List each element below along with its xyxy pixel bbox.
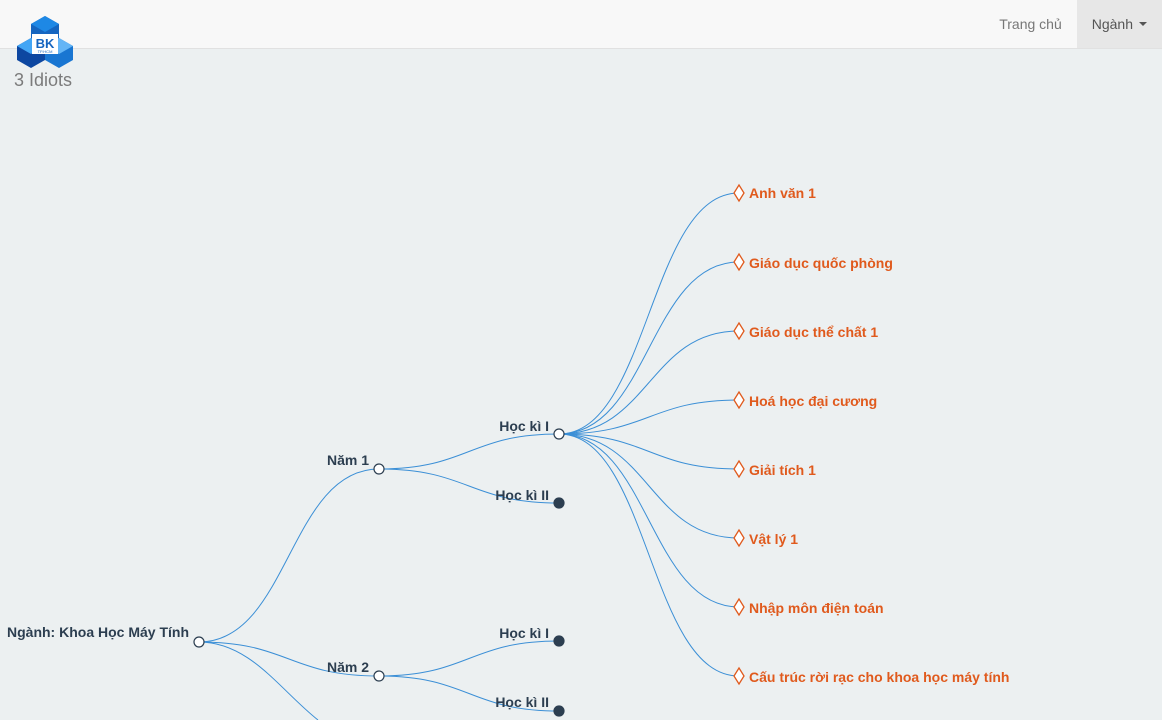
tree-link [558, 399, 740, 435]
tree-node-y1-semester1[interactable]: Học kì I [499, 418, 565, 440]
tree-node-circle[interactable] [553, 635, 565, 647]
tree-node-circle[interactable] [373, 463, 385, 475]
nav-dropdown-major-label: Ngành [1091, 16, 1133, 32]
subject-label: Nhập môn điện toán [749, 600, 884, 616]
nav-dropdown-major[interactable]: Ngành [1076, 0, 1162, 48]
tree-link [558, 192, 740, 435]
subject-label: Giải tích 1 [749, 462, 816, 478]
subject-label: Vật lý 1 [749, 531, 798, 547]
tree-link [558, 330, 740, 435]
tree-link [198, 641, 319, 720]
subject-leaf[interactable]: Giáo dục quốc phòng [733, 252, 893, 272]
tree-link [378, 468, 560, 504]
subject-label: Cấu trúc rời rạc cho khoa học máy tính [749, 669, 1009, 685]
tree-node-label: Ngành: Khoa Học Máy Tính [7, 624, 189, 640]
diamond-icon [733, 528, 745, 548]
tree-node-circle[interactable] [193, 636, 205, 648]
tree-node-y1-semester2[interactable]: Học kì II [495, 487, 565, 509]
diamond-icon [733, 390, 745, 410]
tree-node-label: Học kì I [499, 625, 549, 641]
tree-node-circle[interactable] [553, 428, 565, 440]
tree-node-root[interactable]: Ngành: Khoa Học Máy Tính [7, 624, 205, 648]
tree-node-y2-semester2[interactable]: Học kì II [495, 694, 565, 717]
tree-link [558, 433, 740, 608]
tree-link [378, 640, 560, 677]
subject-label: Hoá học đại cương [749, 393, 877, 409]
subject-label: Giáo dục thể chất 1 [749, 324, 878, 340]
subject-leaf[interactable]: Cấu trúc rời rạc cho khoa học máy tính [733, 666, 1009, 686]
tree-link [378, 433, 560, 470]
tree-node-label: Học kì II [495, 487, 549, 503]
diamond-icon [733, 321, 745, 341]
diamond-icon [733, 459, 745, 479]
subject-label: Anh văn 1 [749, 185, 816, 201]
tree-link [378, 675, 560, 712]
tree-node-year2[interactable]: Năm 2 [327, 659, 385, 682]
logo-text: BK [36, 36, 55, 51]
subject-leaf[interactable]: Giải tích 1 [733, 459, 816, 479]
tree-node-label: Học kì II [495, 694, 549, 710]
tree-node-year1[interactable]: Năm 1 [327, 452, 385, 475]
logo-subtext: TP.HCM [38, 49, 53, 54]
navbar: Trang chủ Ngành [0, 0, 1162, 49]
caret-down-icon [1139, 22, 1147, 26]
tree-node-label: Năm 1 [327, 452, 369, 468]
diamond-icon [733, 183, 745, 203]
tree-node-circle[interactable] [553, 705, 565, 717]
nav-link-home[interactable]: Trang chủ [984, 0, 1077, 48]
tree-node-circle[interactable] [373, 670, 385, 682]
brand-logo-link[interactable]: BK TP.HCM 3 Idiots [14, 14, 76, 91]
brand-name: 3 Idiots [14, 70, 73, 90]
subject-leaf[interactable]: Vật lý 1 [733, 528, 798, 548]
subject-leaf[interactable]: Giáo dục thể chất 1 [733, 321, 878, 341]
subject-label: Giáo dục quốc phòng [749, 255, 893, 271]
subject-leaf[interactable]: Hoá học đại cương [733, 390, 877, 410]
subject-leaf[interactable]: Anh văn 1 [733, 183, 816, 203]
diamond-icon [733, 597, 745, 617]
tree-link [558, 261, 740, 435]
tree-links [198, 192, 740, 720]
tree-node-label: Năm 2 [327, 659, 369, 675]
tree-link [558, 433, 740, 539]
tree-link [198, 468, 380, 643]
tree-link [558, 433, 740, 677]
bk-logo-icon: BK TP.HCM [17, 16, 73, 68]
tree-link [558, 433, 740, 470]
subject-leaf[interactable]: Nhập môn điện toán [733, 597, 884, 617]
tree-link [198, 641, 380, 677]
tree-node-y2-semester1[interactable]: Học kì I [499, 625, 565, 647]
nav-menu: Trang chủ Ngành [984, 0, 1162, 48]
tree-node-label: Học kì I [499, 418, 549, 434]
diamond-icon [733, 252, 745, 272]
tree-node-circle[interactable] [553, 497, 565, 509]
diamond-icon [733, 666, 745, 686]
nav-link-home-label: Trang chủ [999, 16, 1062, 32]
